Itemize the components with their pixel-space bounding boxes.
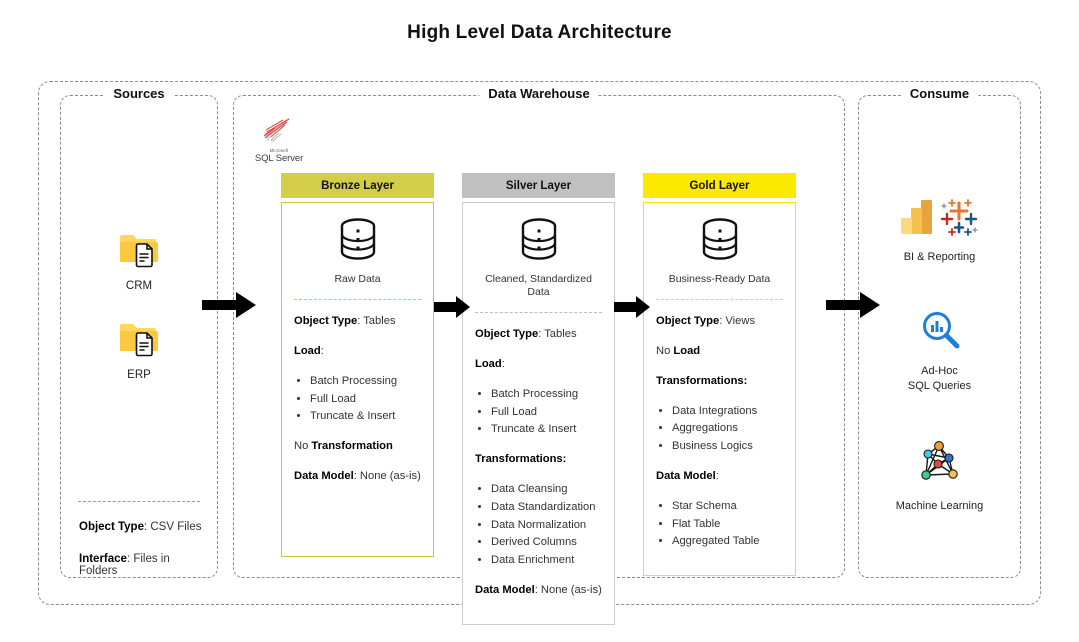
layer-silver-transformations: Transformations: <box>475 453 567 466</box>
layer-bronze-icon-label: Raw Data <box>334 273 381 285</box>
database-icon <box>517 217 561 268</box>
arrow-sources-to-dw <box>200 289 258 321</box>
layer-bronze-header: Bronze Layer <box>281 173 434 198</box>
database-icon <box>336 217 380 268</box>
panel-data-warehouse: Data Warehouse Microsoft SQL Server Bron… <box>233 86 845 625</box>
layer-silver-load-list: Batch Processing Full Load Truncate & In… <box>491 386 602 438</box>
layer-bronze-body: Raw Data Object Type: Tables Load: Batch… <box>281 202 434 557</box>
layer-gold-body: Business-Ready Data Object Type: Views N… <box>643 202 796 577</box>
page-title: High Level Data Architecture <box>407 22 672 43</box>
source-item-crm[interactable]: CRM <box>117 231 161 292</box>
tableau-icon <box>938 196 980 243</box>
sources-metadata: Object Type: CSV Files Interface: Files … <box>79 521 207 597</box>
list-item: Aggregations <box>672 420 783 437</box>
list-item: Star Schema <box>672 498 783 515</box>
list-item: Data Integrations <box>672 403 783 420</box>
layer-bronze-object-type: Object Type: Tables <box>294 315 396 328</box>
sources-item-list: CRM ERP <box>61 231 217 381</box>
layer-bronze: Bronze Layer Raw Data <box>281 173 434 557</box>
layer-silver-divider <box>475 312 602 314</box>
panel-data-warehouse-title: Data Warehouse <box>479 86 599 101</box>
sources-object-type-value: CSV Files <box>150 521 202 533</box>
magnifier-chart-icon <box>918 308 962 357</box>
panel-sources-title: Sources <box>104 86 174 101</box>
sources-divider <box>78 501 200 502</box>
sources-interface-value: Files in Folders <box>79 553 170 577</box>
sql-server-name: SQL Server <box>254 153 304 165</box>
layer-silver: Silver Layer Cleaned, Standardized Data <box>462 173 615 625</box>
layer-gold: Gold Layer Business-Ready Data <box>643 173 796 577</box>
layer-gold-divider <box>656 299 783 301</box>
source-item-erp[interactable]: ERP <box>117 320 161 381</box>
list-item: Data Cleansing <box>491 481 602 498</box>
list-item: Business Logics <box>672 438 783 455</box>
list-item: Truncate & Insert <box>491 421 602 438</box>
consume-item-bi-reporting[interactable]: BI & Reporting <box>900 196 980 264</box>
consume-item-machine-learning[interactable]: Machine Learning <box>896 437 983 513</box>
arrow-silver-to-gold <box>612 294 652 320</box>
consume-label-bi-reporting: BI & Reporting <box>903 251 976 263</box>
layer-silver-data-model: Data Model: None (as-is) <box>475 584 602 597</box>
sources-interface-label: Interface <box>79 553 127 565</box>
layer-gold-load: No Load <box>656 344 701 357</box>
folder-file-icon <box>117 320 161 363</box>
sources-object-type: Object Type: CSV Files <box>79 521 202 533</box>
consume-label-machine-learning: Machine Learning <box>895 499 984 512</box>
layer-gold-transformation-list: Data Integrations Aggregations Business … <box>672 403 783 455</box>
sources-object-type-label: Object Type <box>79 521 144 533</box>
list-item: Data Enrichment <box>491 552 602 569</box>
neural-network-icon <box>913 437 965 492</box>
list-item: Truncate & Insert <box>310 408 421 425</box>
layer-silver-transformation-list: Data Cleansing Data Standardization Data… <box>491 481 602 569</box>
layer-gold-object-type: Object Type: Views <box>656 315 756 328</box>
list-item: Aggregated Table <box>672 533 783 550</box>
source-label-crm: CRM <box>125 280 153 292</box>
layer-silver-header: Silver Layer <box>462 173 615 198</box>
sources-interface: Interface: Files in Folders <box>79 553 170 577</box>
database-icon <box>698 217 742 268</box>
arrow-dw-to-consume <box>824 289 882 321</box>
layer-bronze-load-list: Batch Processing Full Load Truncate & In… <box>310 373 421 425</box>
list-item: Derived Columns <box>491 534 602 551</box>
panel-consume-title: Consume <box>900 86 979 101</box>
layer-bronze-divider <box>294 299 421 301</box>
layer-bronze-load: Load: <box>294 344 324 357</box>
list-item: Full Load <box>310 391 421 408</box>
layer-gold-header: Gold Layer <box>643 173 796 198</box>
layer-silver-load: Load: <box>475 358 505 371</box>
list-item: Full Load <box>491 404 602 421</box>
panel-sources: Sources CRM <box>60 86 218 578</box>
list-item: Batch Processing <box>491 386 602 403</box>
power-bi-icon <box>900 196 934 243</box>
layer-silver-icon-label: Cleaned, Standardized Data <box>485 273 592 299</box>
layer-silver-object-type: Object Type: Tables <box>475 328 577 341</box>
list-item: Data Standardization <box>491 499 602 516</box>
sql-server-logo: Microsoft SQL Server <box>250 114 308 164</box>
layer-gold-data-model: Data Model: <box>656 469 719 482</box>
layer-gold-transformations: Transformations: <box>656 374 748 387</box>
list-item: Flat Table <box>672 516 783 533</box>
list-item: Data Normalization <box>491 517 602 534</box>
layer-bronze-transformation: No Transformation <box>294 440 393 453</box>
layer-silver-body: Cleaned, Standardized Data Object Type: … <box>462 202 615 625</box>
layer-gold-icon-label: Business-Ready Data <box>668 273 771 285</box>
layer-bronze-data-model: Data Model: None (as-is) <box>294 469 421 482</box>
sql-server-vendor: Microsoft <box>269 148 289 153</box>
panel-consume: Consume <box>858 86 1021 578</box>
arrow-bronze-to-silver <box>432 294 472 320</box>
list-item: Batch Processing <box>310 373 421 390</box>
layer-gold-data-model-list: Star Schema Flat Table Aggregated Table <box>672 498 783 550</box>
folder-file-icon <box>117 231 161 274</box>
sql-server-icon <box>259 118 299 148</box>
source-label-erp: ERP <box>127 369 151 381</box>
